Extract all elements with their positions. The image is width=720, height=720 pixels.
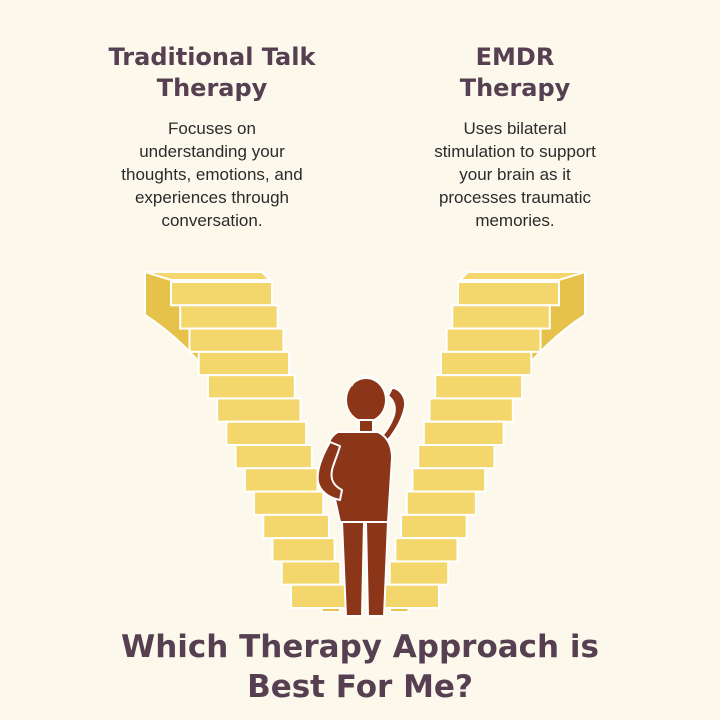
traditional-talk-therapy-description: Focuses on understanding your thoughts, …: [77, 117, 347, 232]
staircase-illustration: [144, 271, 586, 617]
desc-line: processes traumatic: [438, 188, 592, 207]
desc-line: experiences through: [134, 188, 290, 207]
desc-line: thoughts, emotions, and: [121, 165, 303, 184]
left-leg: [341, 521, 365, 617]
left-stair-top: [144, 271, 273, 281]
right-stair-top: [457, 271, 586, 281]
left-stair-step: [253, 490, 325, 516]
left-stair-step: [216, 397, 302, 423]
left-stair-step: [179, 304, 279, 330]
emdr-therapy-description: Uses bilateral stimulation to support yo…: [380, 117, 650, 232]
left-stair-step: [290, 583, 347, 610]
question-line: Best For Me?: [247, 669, 473, 705]
title-line: Therapy: [156, 74, 268, 102]
right-stair-step: [457, 281, 560, 307]
right-stair-step: [417, 444, 496, 470]
right-stair-step: [383, 583, 440, 610]
right-leg: [365, 521, 389, 617]
right-stair-step: [388, 560, 450, 586]
left-stair-step: [197, 350, 291, 377]
left-stair-step: [206, 374, 296, 400]
right-stair-step: [439, 350, 533, 377]
desc-line: understanding your: [139, 142, 285, 161]
left-stair-step: [188, 327, 285, 353]
page-question: Which Therapy Approach is Best For Me?: [40, 627, 680, 707]
left-stair-step: [234, 444, 313, 470]
title-line: Therapy: [459, 74, 571, 102]
right-staircase-icon: [383, 271, 586, 613]
desc-line: your brain as it: [459, 165, 571, 184]
right-stair-step: [428, 397, 514, 423]
arm-on-hip: [316, 441, 343, 501]
desc-line: Focuses on: [168, 119, 256, 138]
hair-curl: [351, 374, 381, 387]
right-stair-step: [405, 490, 477, 516]
desc-line: memories.: [475, 211, 555, 230]
emdr-therapy-title: EMDR Therapy: [365, 42, 665, 104]
left-stair-step: [243, 467, 319, 493]
left-stair-step: [225, 420, 308, 446]
right-stair-step: [411, 467, 487, 493]
right-stair-step: [434, 374, 524, 400]
desc-line: stimulation to support: [434, 142, 596, 161]
right-stair-step: [445, 327, 542, 353]
title-line: EMDR: [475, 43, 555, 71]
right-stair-step: [422, 420, 505, 446]
traditional-talk-therapy-title: Traditional Talk Therapy: [62, 42, 362, 104]
desc-line: Uses bilateral: [463, 119, 567, 138]
raised-arm: [377, 387, 407, 441]
left-stair-step: [170, 281, 273, 307]
neck: [358, 419, 374, 433]
left-stair-step: [271, 537, 336, 563]
right-stair-step: [400, 513, 468, 540]
right-stair-step: [451, 304, 551, 330]
question-line: Which Therapy Approach is: [121, 629, 599, 665]
person-thinking-icon: [316, 374, 407, 617]
title-line: Traditional Talk: [108, 43, 316, 71]
left-staircase-icon: [144, 271, 347, 613]
left-stair-step: [280, 560, 342, 586]
left-stair-step: [262, 513, 330, 540]
right-stair-step: [394, 537, 459, 563]
desc-line: conversation.: [161, 211, 263, 230]
